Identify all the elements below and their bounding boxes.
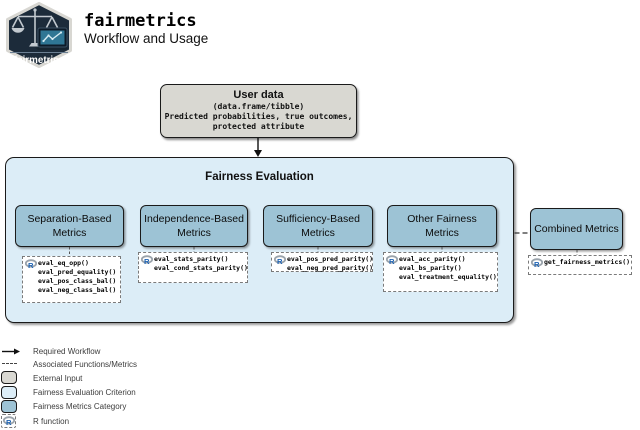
function-name: eval_eq_opp(): [38, 259, 89, 267]
legend-label-external-input: External Input: [33, 374, 83, 383]
user-data-title: User data: [233, 89, 284, 101]
svg-text:R: R: [28, 261, 34, 269]
function-list-sufficiency: R eval_pos_pred_parity() eval_neg_pred_p…: [271, 252, 373, 272]
function-list-combined: R get_fairness_metrics(): [528, 255, 632, 275]
r-logo-icon: R: [531, 258, 543, 268]
svg-text:R: R: [277, 257, 283, 265]
function-name: eval_stats_parity(): [154, 255, 229, 263]
logo-text: fairmetrics: [14, 55, 65, 66]
function-name: eval_acc_parity(): [399, 255, 466, 263]
function-name: get_fairness_metrics(): [544, 258, 631, 266]
function-name: eval_neg_class_bal(): [38, 286, 117, 294]
svg-text:R: R: [144, 257, 150, 265]
function-name: eval_pos_class_bal(): [38, 277, 117, 285]
legend-label-r-function: R function: [33, 417, 70, 426]
function-name: eval_bs_parity(): [399, 264, 462, 272]
function-name: eval_pred_equality(): [38, 268, 117, 276]
fairmetrics-hex-logo-icon: fairmetrics: [6, 2, 72, 68]
function-name: eval_neg_pred_parity(): [287, 264, 374, 272]
function-name: eval_pos_pred_parity(): [287, 255, 374, 263]
legend-swatch-r-function: R: [1, 414, 16, 428]
page-subtitle: Workflow and Usage: [84, 31, 209, 46]
category-separation-based: Separation-Based Metrics: [15, 205, 124, 247]
legend-label-associated-functions: Associated Functions/Metrics: [33, 360, 138, 369]
combined-metrics-box: Combined Metrics: [530, 208, 623, 250]
r-logo-icon: R: [274, 255, 286, 265]
svg-text:R: R: [389, 257, 395, 265]
function-list-other: R eval_acc_parity() eval_bs_parity() eva…: [383, 252, 498, 292]
function-name: eval_cond_stats_parity(): [154, 264, 248, 272]
function-list-separation: R eval_eq_opp() eval_pred_equality() eva…: [22, 256, 121, 303]
r-logo-icon: R: [25, 259, 37, 269]
function-list-independence: R eval_stats_parity() eval_cond_stats_pa…: [138, 252, 248, 283]
legend-label-metrics-category: Fairness Metrics Category: [33, 402, 127, 411]
user-data-box: User data (data.frame/tibble) Predicted …: [160, 84, 357, 138]
user-data-desc-1: Predicted probabilities, true outcomes,: [164, 112, 353, 121]
category-other-fairness: Other Fairness Metrics: [387, 205, 497, 247]
user-data-type: (data.frame/tibble): [212, 102, 305, 111]
user-data-desc-2: protected attribute: [212, 122, 305, 131]
legend-label-evaluation-criterion: Fairness Evaluation Criterion: [33, 388, 136, 397]
legend-arrow-icon: [2, 348, 20, 355]
fairness-evaluation-title: Fairness Evaluation: [205, 171, 314, 183]
svg-text:R: R: [6, 418, 12, 426]
chart-laptop-icon: [35, 27, 69, 50]
function-name: eval_treatment_equality(): [399, 273, 497, 281]
r-logo-icon: R: [141, 255, 153, 265]
legend-swatch-external-input: [1, 371, 17, 384]
r-logo-icon: R: [386, 255, 398, 265]
legend-swatch-evaluation-criterion: [1, 386, 17, 399]
legend-swatch-metrics-category: [1, 400, 17, 413]
page-title: fairmetrics: [84, 11, 197, 31]
svg-text:R: R: [534, 260, 540, 268]
legend-dashed-line-icon: [2, 363, 17, 366]
r-logo-icon: R: [2, 416, 15, 426]
legend-label-required-workflow: Required Workflow: [33, 347, 101, 356]
category-sufficiency-based: Sufficiency-Based Metrics: [263, 205, 373, 247]
category-independence-based: Independence-Based Metrics: [140, 205, 248, 247]
